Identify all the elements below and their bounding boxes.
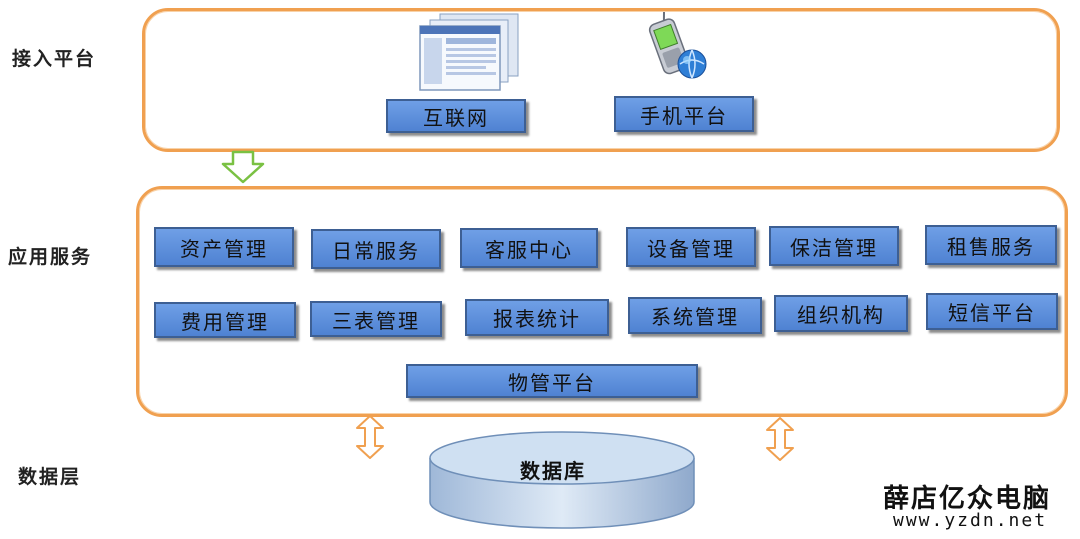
database-label: 数据库 (520, 459, 586, 483)
layer-label-access: 接入平台 (12, 48, 97, 70)
service-organization: 组织机构 (774, 295, 908, 332)
mobile-phone-globe-icon (648, 11, 707, 79)
layer-label-application: 应用服务 (8, 246, 93, 268)
service-equipment-management: 设备管理 (626, 227, 756, 267)
watermark-url: www.yzdn.net (893, 510, 1048, 531)
service-asset-management: 资产管理 (154, 227, 294, 267)
service-rental-sales: 租售服务 (925, 225, 1057, 265)
down-arrow-icon (221, 150, 265, 184)
service-meter-management: 三表管理 (310, 301, 442, 337)
internet-box: 互联网 (386, 99, 526, 133)
service-system-management: 系统管理 (628, 297, 762, 334)
layer-label-data: 数据层 (18, 466, 82, 488)
property-management-platform: 物管平台 (406, 364, 698, 398)
service-sms-platform: 短信平台 (926, 293, 1058, 330)
database-cylinder-icon (429, 431, 695, 529)
service-fee-management: 费用管理 (154, 302, 296, 338)
double-arrow-icon (766, 417, 794, 461)
service-daily-service: 日常服务 (311, 229, 441, 269)
webpage-icon (419, 13, 519, 91)
service-cleaning-management: 保洁管理 (769, 226, 899, 266)
service-report-statistics: 报表统计 (465, 299, 609, 336)
watermark-title: 薛店亿众电脑 (883, 484, 1052, 514)
service-customer-center: 客服中心 (460, 228, 598, 268)
double-arrow-icon (356, 415, 384, 459)
mobile-platform-box: 手机平台 (614, 96, 754, 132)
access-platform-panel (142, 8, 1060, 152)
